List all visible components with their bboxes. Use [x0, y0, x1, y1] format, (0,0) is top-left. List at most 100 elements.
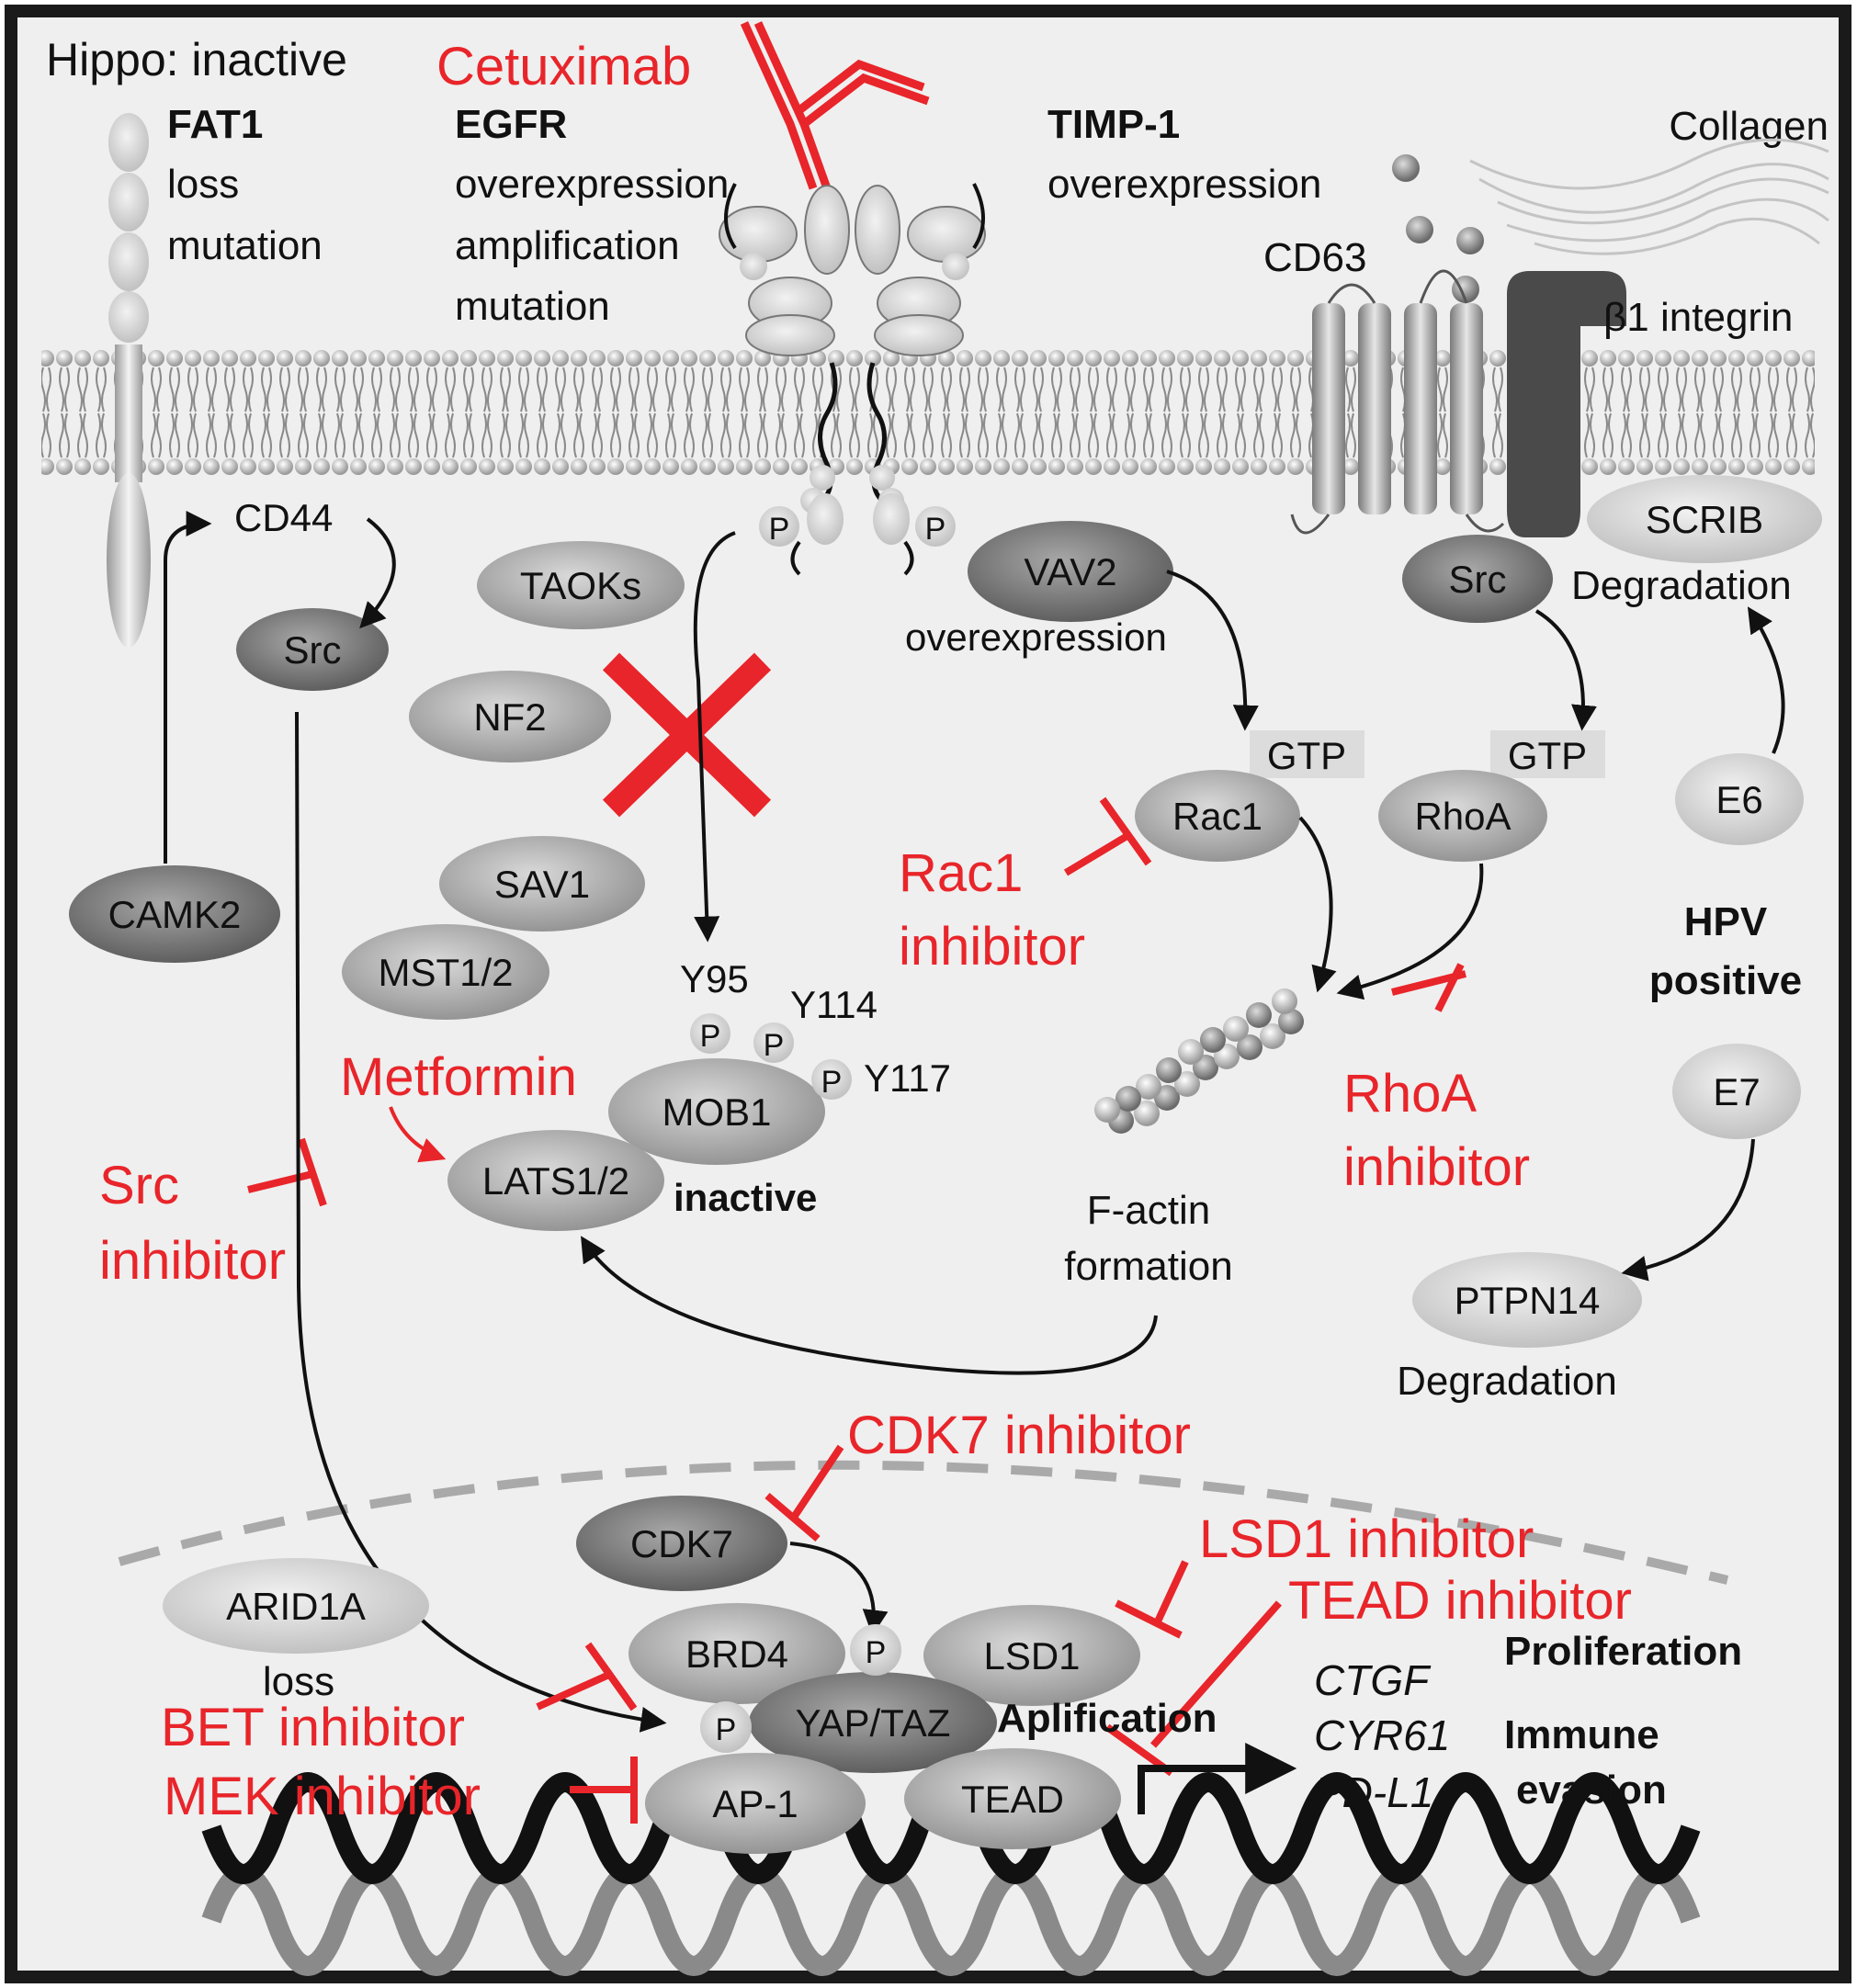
- ptpn14-label: PTPN14: [1455, 1279, 1601, 1322]
- arid1a-label: ARID1A: [226, 1585, 366, 1628]
- outcome-proliferation-label: Proliferation: [1504, 1629, 1742, 1674]
- yaptaz-label: YAP/TAZ: [796, 1701, 951, 1745]
- rhoa-label: RhoA: [1414, 795, 1511, 838]
- outcome-immune-label-line2: evasion: [1516, 1768, 1667, 1813]
- bet-inhibitor-label: BET inhibitor: [161, 1698, 465, 1757]
- rac1-inhibitor-label-line2: inhibitor: [899, 917, 1085, 977]
- arid1a-node: [163, 1558, 429, 1654]
- timp1-label: TIMP-1: [1047, 102, 1180, 147]
- rac1-label: Rac1: [1172, 795, 1263, 838]
- src-inhibitor-label-line2: inhibitor: [99, 1231, 286, 1291]
- e7-label: E7: [1713, 1070, 1760, 1113]
- collagen-fibers: [1469, 138, 1829, 255]
- hippo-status-title: Hippo: inactive: [46, 34, 347, 85]
- cetuximab-antibody: [740, 21, 930, 190]
- cd63-label: CD63: [1263, 235, 1367, 280]
- e6-node: [1675, 753, 1804, 845]
- egfr-label: EGFR: [455, 102, 567, 147]
- bet-inhibitor-bar: [536, 1642, 638, 1711]
- scrib-label: SCRIB: [1646, 498, 1763, 541]
- scrib-node: [1587, 475, 1822, 563]
- src-node-left-label: Src: [284, 628, 342, 672]
- blocked-signal-cross: [602, 652, 772, 818]
- rhoa-inhibitor-label-line1: RhoA: [1343, 1064, 1477, 1124]
- src-inhibitor-label-line1: Src: [99, 1156, 179, 1215]
- lsd1-inhibitor-bar: [1115, 1560, 1189, 1639]
- lsd1-inhibitor-label: LSD1 inhibitor: [1199, 1509, 1534, 1569]
- fat1-loss-label: loss: [167, 162, 239, 207]
- cdk7-label: CDK7: [630, 1522, 733, 1565]
- cd63-tetraspanin: [1290, 269, 1505, 535]
- phospho-marker-y117: [811, 1059, 852, 1100]
- f-actin-filament: [1094, 988, 1304, 1134]
- phospho-label: P: [769, 512, 790, 547]
- mek-inhibitor-label: MEK inhibitor: [164, 1767, 481, 1826]
- hpv-label-line1: HPV: [1684, 899, 1768, 944]
- cetuximab-label: Cetuximab: [436, 37, 691, 96]
- amplification-label: Aplification: [997, 1696, 1217, 1741]
- vav2-label: VAV2: [1024, 550, 1116, 593]
- brd4-node: [628, 1603, 845, 1704]
- lats12-node: [447, 1130, 664, 1231]
- src-node-left: [236, 608, 389, 691]
- tead-inhibitor-label: TEAD inhibitor: [1288, 1571, 1632, 1631]
- rac1-node: [1135, 770, 1300, 862]
- lsd1-label: LSD1: [983, 1634, 1080, 1677]
- phospho-label: P: [925, 512, 946, 547]
- gtp-tag-rac1: [1250, 730, 1364, 778]
- transcription-start-arrow: [1138, 1743, 1297, 1814]
- e7-node: [1672, 1044, 1801, 1139]
- fat1-receptor: [107, 113, 151, 648]
- phospho-marker-y114: [753, 1022, 794, 1063]
- rhoa-node: [1378, 770, 1547, 862]
- phospho-marker-egfr-left: [759, 506, 799, 547]
- gtp-tag-rhoa: [1490, 730, 1605, 778]
- yaptaz-node: [749, 1672, 997, 1773]
- fat1-mutation-label: mutation: [167, 223, 323, 268]
- phospho-marker-yaptaz-left: [700, 1701, 752, 1753]
- src-node-right: [1402, 535, 1553, 623]
- arid1a-loss-label: loss: [263, 1659, 334, 1704]
- rhoa-inhibitor-bar: [1391, 963, 1466, 1012]
- phospho-marker-egfr-right: [915, 506, 956, 547]
- ptpn14-degradation-label: Degradation: [1397, 1359, 1617, 1404]
- cdk7-inhibitor-bar: [764, 1444, 844, 1542]
- phospho-marker-yaptaz-top: [850, 1624, 901, 1676]
- phospho-label: P: [764, 1028, 785, 1063]
- hpv-label-line2: positive: [1649, 958, 1802, 1003]
- ptpn14-node: [1412, 1252, 1642, 1348]
- cdk7-node: [576, 1496, 787, 1591]
- inactive-label: inactive: [674, 1176, 817, 1219]
- metformin-label: Metformin: [340, 1047, 577, 1107]
- y95-label: Y95: [680, 957, 749, 1000]
- cd44-label: CD44: [234, 496, 333, 539]
- cdk7-inhibitor-label: CDK7 inhibitor: [847, 1406, 1191, 1465]
- camk2-label: CAMK2: [108, 893, 242, 936]
- beta1-integrin: [1507, 271, 1626, 537]
- gtp-label: GTP: [1508, 734, 1587, 777]
- nuclear-envelope: [118, 1460, 1729, 1585]
- phospho-label: P: [700, 1019, 721, 1054]
- y114-label: Y114: [790, 983, 878, 1026]
- mst12-node: [342, 924, 549, 1020]
- rhoa-inhibitor-label-line2: inhibitor: [1343, 1137, 1530, 1197]
- vav2-node: [968, 521, 1173, 622]
- vav2-overexpression-label: overexpression: [905, 616, 1167, 659]
- gtp-label: GTP: [1267, 734, 1346, 777]
- phospho-label: P: [821, 1065, 843, 1100]
- e6-label: E6: [1715, 778, 1762, 821]
- ap1-label: AP-1: [712, 1782, 798, 1825]
- timp1-overexpression-label: overexpression: [1047, 162, 1321, 207]
- gene-ctgf-label: CTGF: [1314, 1656, 1432, 1704]
- fat1-label: FAT1: [167, 102, 263, 147]
- egfr-dimer: [719, 183, 986, 576]
- metformin-arrow: [389, 1106, 447, 1163]
- lats12-label: LATS1/2: [482, 1159, 629, 1203]
- ap1-node: [645, 1753, 866, 1854]
- mob1-node: [608, 1058, 825, 1165]
- nf2-label: NF2: [473, 695, 546, 739]
- y117-label: Y117: [864, 1056, 951, 1100]
- phospho-label: P: [866, 1635, 887, 1670]
- egfr-overexpression-label: overexpression: [455, 162, 729, 207]
- lsd1-node: [923, 1605, 1140, 1706]
